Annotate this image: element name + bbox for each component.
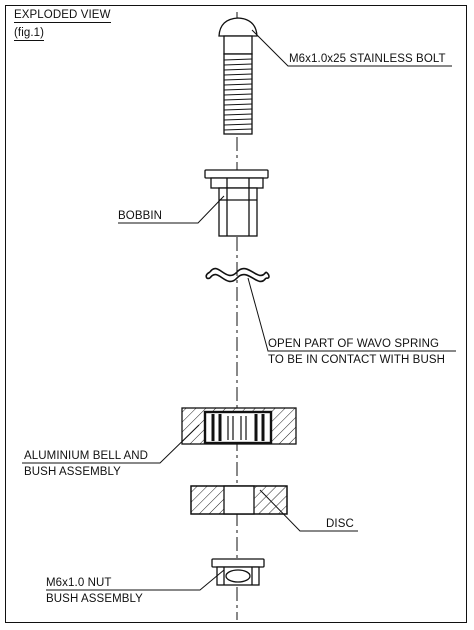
bolt-part: [218, 17, 258, 135]
label-bolt: M6x1.0x25 STAINLESS BOLT: [289, 53, 446, 65]
disc-part: [190, 485, 288, 515]
bobbin-leader: [118, 195, 225, 224]
label-spring-line2: TO BE IN CONTACT WITH BUSH: [268, 354, 446, 366]
title-exploded-view: EXPLODED VIEW: [14, 9, 111, 23]
label-spring-line1: OPEN PART OF WAVO SPRING: [268, 338, 440, 350]
bobbin-part: [204, 169, 269, 237]
label-nut-line2: BUSH ASSEMBLY: [46, 593, 143, 605]
bolt-leader: [251, 29, 452, 67]
bell-leader: [22, 424, 200, 464]
wavo-spring-part: [205, 267, 270, 283]
label-bell-line1: ALUMINIUM BELL AND: [24, 450, 149, 462]
aluminium-bell-part: [181, 407, 297, 445]
label-disc: DISC: [326, 518, 354, 530]
disc-leader: [259, 489, 358, 532]
label-bobbin: BOBBIN: [118, 210, 163, 222]
spring-leader: [247, 277, 456, 352]
label-nut-line1: M6x1.0 NUT: [46, 577, 112, 589]
nut-leader: [46, 569, 225, 591]
title-fig-number: (fig.1): [14, 27, 45, 41]
nut-part: [211, 558, 265, 586]
label-bell-line2: BUSH ASSEMBLY: [24, 466, 121, 478]
